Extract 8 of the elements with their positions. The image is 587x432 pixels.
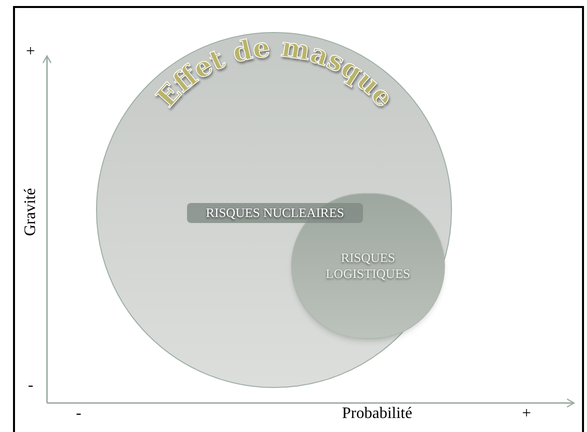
axis-max-label: +	[26, 44, 36, 60]
axis-min-label: -	[28, 378, 34, 394]
circle-label: RISQUES LOGISTIQUES	[324, 250, 412, 282]
axis-min-label: -	[76, 406, 82, 422]
circle-label: RISQUES NUCLEAIRES	[187, 203, 363, 222]
axis-title: Probabilité	[342, 406, 412, 422]
axis-max-label: +	[522, 406, 532, 422]
axis-title: Gravité	[23, 188, 39, 236]
